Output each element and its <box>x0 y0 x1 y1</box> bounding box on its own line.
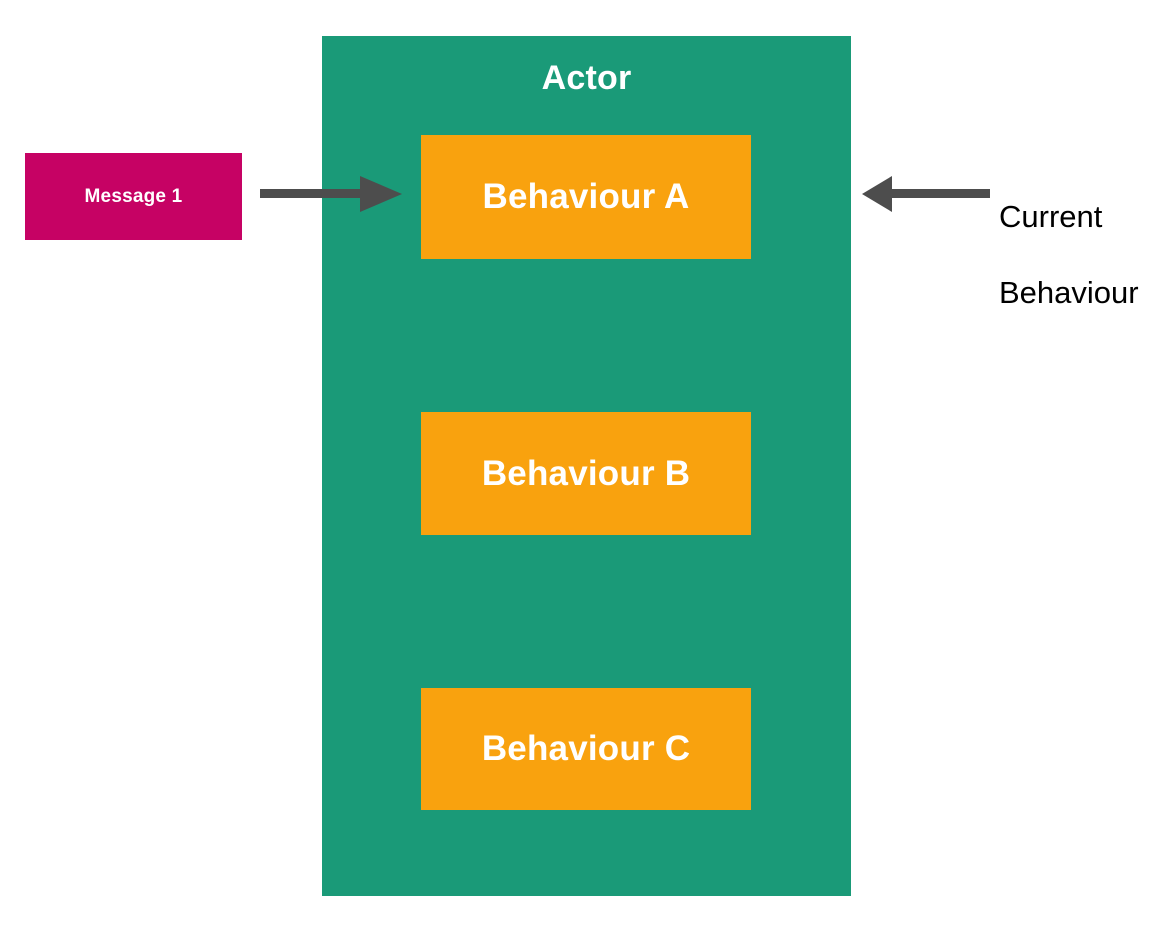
annotation-line-1: Current <box>999 199 1103 234</box>
behaviour-box-b[interactable]: Behaviour B <box>421 412 751 535</box>
behaviour-label-b: Behaviour B <box>481 453 691 493</box>
behaviour-box-a[interactable]: Behaviour A <box>421 135 751 259</box>
incoming-message-arrow-icon <box>260 176 402 212</box>
behaviour-box-c[interactable]: Behaviour C <box>421 688 751 810</box>
actor-title: Actor <box>541 59 632 97</box>
message-box[interactable]: Message 1 <box>25 153 242 240</box>
annotation-line-2: Behaviour <box>999 275 1139 310</box>
behaviour-label-c: Behaviour C <box>481 729 691 768</box>
behaviour-label-a: Behaviour A <box>482 177 690 216</box>
current-behaviour-arrow-icon <box>862 176 990 212</box>
current-behaviour-annotation: Current Behaviour <box>999 160 1176 312</box>
message-label: Message 1 <box>84 185 183 207</box>
